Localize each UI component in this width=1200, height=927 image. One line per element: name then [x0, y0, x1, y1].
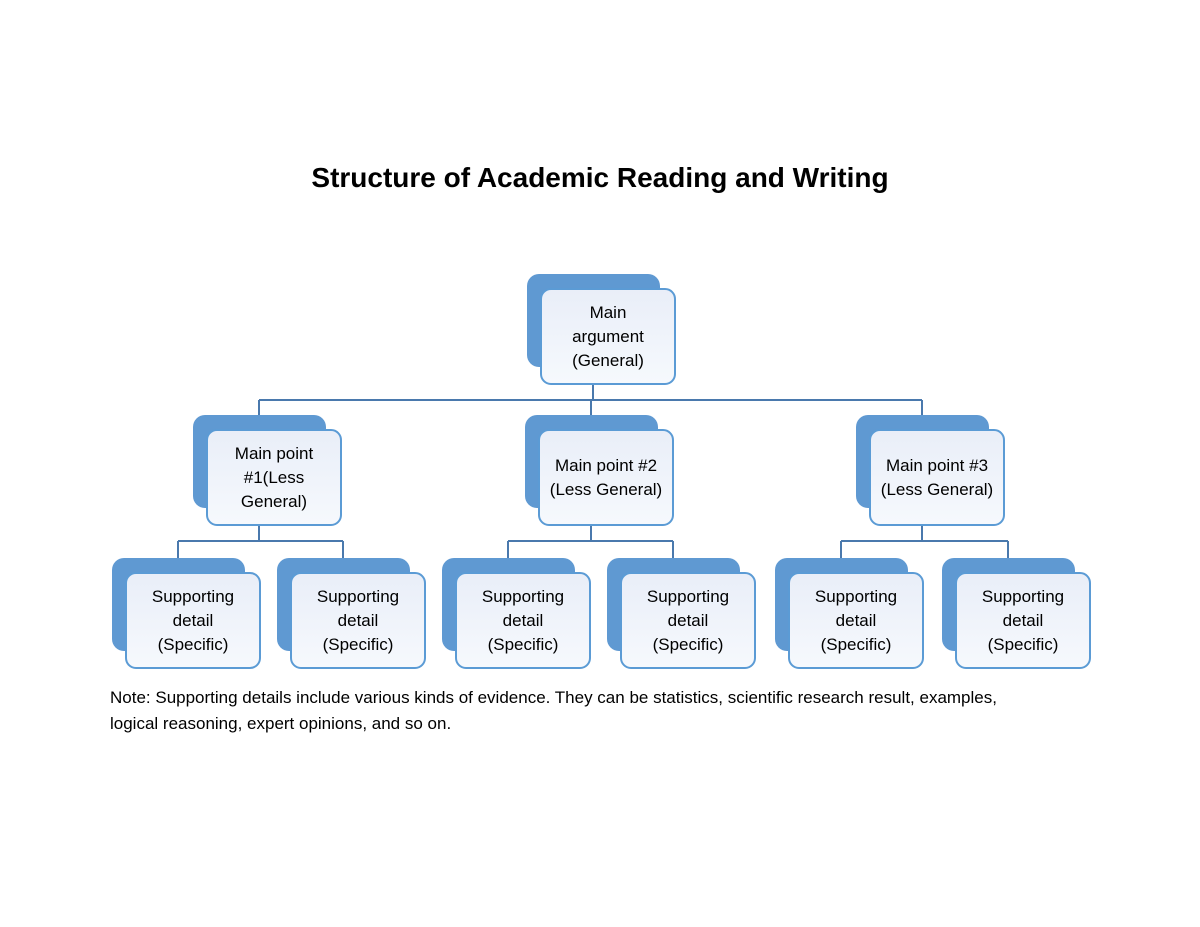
- node-box: Supporting detail (Specific): [455, 572, 591, 669]
- node-label: Supporting detail (Specific): [151, 586, 235, 654]
- node-box: Supporting detail (Specific): [788, 572, 924, 669]
- node-supporting-detail-3a: Supporting detail (Specific): [775, 558, 925, 670]
- node-supporting-detail-3b: Supporting detail (Specific): [942, 558, 1092, 670]
- node-label: Supporting detail (Specific): [981, 586, 1065, 654]
- node-supporting-detail-1a: Supporting detail (Specific): [112, 558, 262, 670]
- node-label: Supporting detail (Specific): [646, 586, 730, 654]
- node-label: Main point #1(Less General): [234, 443, 314, 511]
- node-label: Main argument (General): [572, 302, 644, 370]
- node-label: Supporting detail (Specific): [481, 586, 565, 654]
- node-label: Supporting detail (Specific): [814, 586, 898, 654]
- node-main-argument: Main argument (General): [527, 274, 677, 386]
- node-box: Supporting detail (Specific): [125, 572, 261, 669]
- node-label: Supporting detail (Specific): [316, 586, 400, 654]
- node-box: Supporting detail (Specific): [620, 572, 756, 669]
- node-supporting-detail-1b: Supporting detail (Specific): [277, 558, 427, 670]
- node-box: Main point #3 (Less General): [869, 429, 1005, 526]
- node-main-point-1: Main point #1(Less General): [193, 415, 343, 527]
- node-supporting-detail-2b: Supporting detail (Specific): [607, 558, 757, 670]
- node-supporting-detail-2a: Supporting detail (Specific): [442, 558, 592, 670]
- node-box: Main point #1(Less General): [206, 429, 342, 526]
- node-label: Main point #2 (Less General): [549, 455, 663, 499]
- node-box: Main point #2 (Less General): [538, 429, 674, 526]
- node-box: Supporting detail (Specific): [955, 572, 1091, 669]
- node-box: Supporting detail (Specific): [290, 572, 426, 669]
- node-label: Main point #3 (Less General): [880, 455, 994, 499]
- node-box: Main argument (General): [540, 288, 676, 385]
- page-title: Structure of Academic Reading and Writin…: [311, 162, 889, 193]
- note-text: Note: Supporting details include various…: [110, 688, 997, 733]
- node-main-point-3: Main point #3 (Less General): [856, 415, 1006, 527]
- node-main-point-2: Main point #2 (Less General): [525, 415, 675, 527]
